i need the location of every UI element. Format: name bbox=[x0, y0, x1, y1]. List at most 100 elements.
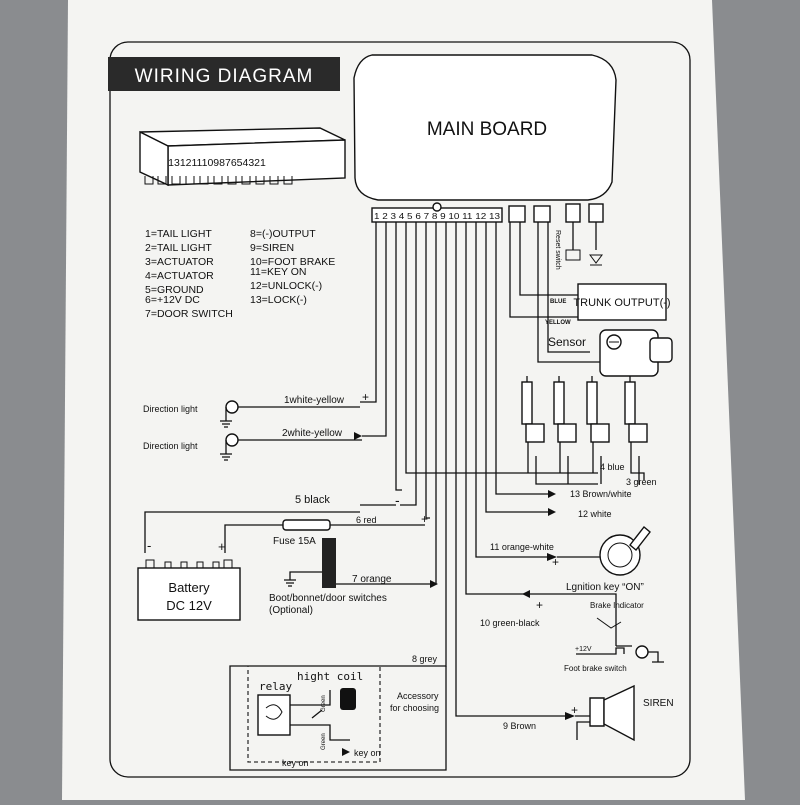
direction-light-2: Direction light 2white-yellow bbox=[143, 428, 362, 461]
door-lock-actuators bbox=[521, 376, 648, 456]
wire-12-label: 12 white bbox=[578, 509, 612, 519]
legend-pin-6: 6=+12V DC bbox=[145, 294, 200, 306]
battery-voltage: DC 12V bbox=[166, 598, 212, 613]
arrow-icon bbox=[565, 712, 575, 720]
arrow-icon bbox=[522, 590, 530, 598]
svg-text:-: - bbox=[147, 538, 151, 553]
legend-pin-9: 9=SIREN bbox=[250, 242, 294, 254]
wire-3-label: 3 green bbox=[626, 477, 657, 487]
direction-light-2-label: Direction light bbox=[143, 441, 198, 451]
boot-switch-optional: (Optional) bbox=[269, 605, 313, 616]
wire-9-label: 9 Brown bbox=[503, 721, 536, 731]
battery-label: Battery bbox=[168, 580, 210, 595]
reset-switch: Reset switch bbox=[554, 230, 581, 270]
direction-light-1: Direction light 1white-yellow + bbox=[143, 390, 369, 428]
connector-numbers: 13121110987654321 bbox=[168, 157, 266, 169]
sensor-knob bbox=[649, 337, 673, 363]
legend-pin-7: 7=DOOR SWITCH bbox=[145, 308, 233, 320]
actuator-1 bbox=[521, 376, 545, 456]
pin-header-numbers: 1 2 3 4 5 6 7 8 9 10 11 12 13 bbox=[374, 212, 501, 221]
wire-13-label: 13 Brown/white bbox=[570, 489, 632, 499]
siren-label: SIREN bbox=[643, 698, 674, 709]
led-indicator bbox=[589, 254, 603, 266]
diagram-frame bbox=[109, 41, 691, 778]
trunk-connector bbox=[508, 205, 526, 223]
green-label-2: Green bbox=[321, 733, 327, 750]
actuator-wires bbox=[527, 456, 645, 485]
svg-text:+: + bbox=[421, 512, 428, 526]
diagram-title: WIRING DIAGRAM bbox=[135, 66, 314, 87]
legend-pin-13: 13=LOCK(-) bbox=[250, 294, 307, 306]
legend-pin-12: 12=UNLOCK(-) bbox=[250, 280, 322, 292]
battery-terminals bbox=[145, 559, 233, 568]
connector-side bbox=[139, 130, 169, 187]
pin-legend: 1=TAIL LIGHT 2=TAIL LIGHT 3=ACTUATOR 4=A… bbox=[145, 228, 335, 320]
reset-switch-label: Reset switch bbox=[554, 230, 561, 270]
relay-coil-icon bbox=[257, 694, 291, 736]
wire-4-label: 4 blue bbox=[600, 462, 625, 472]
actuator-4 bbox=[624, 376, 648, 456]
key-on-label-2: key on bbox=[282, 758, 309, 768]
boot-switch-label: Boot/bonnet/door switches bbox=[269, 593, 387, 604]
arrow-icon bbox=[547, 553, 557, 561]
wire-8-label: 8 grey bbox=[412, 654, 438, 664]
legend-pin-10: 10=FOOT BRAKE bbox=[250, 256, 335, 268]
key-on-label-1: key on bbox=[354, 748, 381, 758]
brake-indicator-label: Brake Indicator bbox=[590, 601, 644, 610]
arrow-icon bbox=[354, 432, 362, 440]
bulb-icon bbox=[225, 433, 239, 447]
direction-light-1-label: Direction light bbox=[143, 404, 198, 414]
svg-text:+: + bbox=[571, 703, 578, 717]
title-banner bbox=[108, 57, 340, 91]
legend-pin-3: 3=ACTUATOR bbox=[145, 256, 214, 268]
wire-11-label: 11 orange-white bbox=[490, 542, 554, 552]
arrow-icon bbox=[342, 748, 350, 756]
wire-1-label: 1white-yellow bbox=[284, 395, 345, 406]
battery-box bbox=[137, 567, 241, 621]
svg-text:-: - bbox=[395, 492, 400, 508]
accessory-label: Accessory bbox=[397, 691, 439, 701]
wire-5-label: 5 black bbox=[295, 494, 330, 506]
svg-text:+: + bbox=[218, 539, 226, 554]
relay-diode-icons bbox=[548, 490, 556, 516]
wire-2-label: 2white-yellow bbox=[282, 428, 343, 439]
brake-light-icon bbox=[635, 645, 649, 659]
plus-12v-label: +12V bbox=[575, 646, 592, 653]
trunk-output-box bbox=[577, 283, 667, 321]
foot-brake-switch-label: Foot brake switch bbox=[564, 664, 627, 673]
door-switch-icon bbox=[322, 538, 336, 588]
led-icon bbox=[589, 254, 603, 264]
ignition-label: Lgnition key “ON” bbox=[566, 582, 644, 593]
hight-coil-label: hight coil bbox=[297, 670, 363, 683]
legend-pin-1: 1=TAIL LIGHT bbox=[145, 228, 212, 240]
yellow-wire-label: YELLOW bbox=[545, 320, 571, 326]
wire-10-label: 10 green-black bbox=[480, 618, 540, 628]
legend-pin-11: 11=KEY ON bbox=[250, 266, 307, 278]
green-label-1: Green bbox=[321, 695, 327, 712]
svg-text:+: + bbox=[536, 598, 543, 612]
brake-pedal-icon bbox=[596, 617, 622, 629]
svg-text:+: + bbox=[362, 390, 369, 404]
sensor-label: Sensor bbox=[548, 335, 586, 349]
relay-dashed-box bbox=[247, 665, 381, 763]
main-board-label: MAIN BOARD bbox=[427, 119, 547, 140]
siren-body bbox=[589, 697, 605, 727]
pin-header-key bbox=[432, 202, 442, 212]
sensor-connector bbox=[533, 205, 551, 223]
high-coil-icon bbox=[340, 688, 356, 710]
arrow-icon bbox=[430, 580, 438, 588]
led-connector bbox=[588, 203, 604, 223]
actuator-3 bbox=[586, 376, 610, 456]
wire-6-label: 6 red bbox=[356, 515, 377, 525]
blue-wire-label: BLUE bbox=[550, 299, 566, 305]
relay-label: relay bbox=[259, 680, 292, 693]
main-board bbox=[353, 54, 617, 201]
wire-7-label: 7 orange bbox=[352, 574, 392, 585]
fuse-label: Fuse 15A bbox=[273, 536, 316, 547]
legend-pin-4: 4=ACTUATOR bbox=[145, 270, 214, 282]
reset-connector bbox=[565, 203, 581, 223]
accessory-label-2: for choosing bbox=[390, 703, 439, 713]
actuator-2 bbox=[553, 376, 577, 456]
connector-pin-slots bbox=[144, 176, 293, 185]
